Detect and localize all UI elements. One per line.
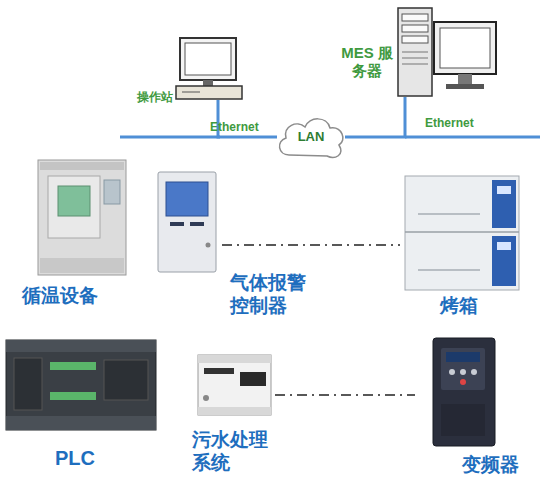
device-node: PLC bbox=[5, 338, 157, 430]
vfd-keypad bbox=[441, 348, 485, 390]
monitor-screen bbox=[440, 28, 490, 68]
server-tower bbox=[398, 8, 432, 96]
node-label: 循温设备 bbox=[22, 285, 98, 308]
plc-terminal-strip bbox=[6, 416, 156, 430]
vfd-key bbox=[460, 379, 466, 385]
ethernet-link bbox=[345, 97, 405, 137]
device-node: 变频器 bbox=[432, 337, 496, 447]
device-node: 循温设备 bbox=[35, 158, 127, 276]
node-label: 气体报警 控制器 bbox=[230, 272, 322, 318]
controller-label-strip bbox=[204, 368, 234, 374]
alarm-button bbox=[190, 222, 204, 226]
monitor-base bbox=[446, 84, 484, 89]
oven-handle bbox=[418, 269, 480, 271]
oven-handle bbox=[418, 213, 480, 215]
vfd-body bbox=[433, 338, 495, 446]
node-label: 烤箱 bbox=[440, 295, 478, 318]
chamber-cabinet bbox=[38, 160, 126, 275]
monitor-stand bbox=[203, 80, 213, 86]
drive-bay bbox=[402, 36, 428, 43]
monitor-frame bbox=[180, 38, 236, 80]
cloud-node: LAN bbox=[275, 113, 347, 161]
controller-terminal bbox=[198, 407, 271, 415]
device-node: 气体报警 控制器 bbox=[157, 172, 217, 274]
plc-led-row bbox=[50, 392, 96, 400]
plc-body bbox=[6, 340, 156, 430]
node-label: LAN bbox=[275, 113, 347, 161]
vent-line bbox=[402, 58, 428, 59]
device-node: 污水处理 系统 bbox=[197, 353, 272, 415]
edge-label: Ethernet bbox=[210, 120, 259, 134]
oven-divider bbox=[405, 231, 519, 233]
monitor-screen bbox=[185, 43, 231, 75]
vfd-key bbox=[471, 369, 477, 375]
ethernet-wire bbox=[120, 136, 220, 139]
server-node: MES 服务器 bbox=[398, 8, 498, 97]
desktop-case bbox=[176, 86, 242, 99]
plc-terminal-strip bbox=[6, 340, 156, 352]
plc-led-row bbox=[50, 362, 96, 370]
alarm-screen bbox=[166, 182, 208, 216]
device-node: 烤箱 bbox=[404, 175, 520, 290]
node-label: 污水处理 系统 bbox=[192, 429, 284, 475]
computer-node: 操作站 bbox=[170, 35, 245, 100]
alarm-button bbox=[170, 222, 184, 226]
alarm-cabinet bbox=[158, 172, 216, 272]
oven-display bbox=[497, 242, 511, 250]
vfd-display bbox=[446, 352, 480, 362]
control-panel bbox=[104, 180, 120, 204]
vent-line bbox=[402, 52, 428, 53]
plc-cover bbox=[14, 358, 42, 410]
door-lock bbox=[206, 243, 211, 248]
controller-port bbox=[240, 372, 266, 386]
chamber-top bbox=[40, 162, 124, 170]
monitor-frame bbox=[434, 22, 496, 74]
oven-display bbox=[497, 186, 511, 194]
vfd-vent bbox=[441, 404, 485, 436]
drive-bay bbox=[402, 25, 428, 32]
ethernet-wire bbox=[405, 136, 540, 139]
drive-slot bbox=[182, 92, 200, 93]
oven-panel bbox=[492, 236, 516, 286]
node-label: PLC bbox=[55, 446, 95, 470]
dash-dot-link bbox=[275, 394, 415, 396]
oven-cabinet bbox=[405, 176, 519, 290]
monitor-stand bbox=[458, 74, 472, 84]
edge-label: Ethernet bbox=[425, 116, 474, 130]
chamber-door bbox=[48, 176, 100, 238]
vfd-key bbox=[449, 369, 455, 375]
dash-dot-link bbox=[222, 244, 400, 246]
node-label: 变频器 bbox=[462, 454, 519, 477]
node-label: 操作站 bbox=[137, 90, 173, 104]
chamber-base bbox=[40, 258, 124, 273]
controller-body bbox=[198, 355, 271, 415]
plc-cover bbox=[104, 360, 148, 400]
vent-line bbox=[402, 64, 428, 65]
chamber-window bbox=[58, 186, 90, 216]
controller-led bbox=[203, 395, 209, 401]
vfd-key bbox=[460, 369, 466, 375]
controller-terminal bbox=[198, 355, 271, 363]
drive-bay bbox=[402, 14, 428, 21]
node-label: MES 服务器 bbox=[338, 44, 396, 80]
oven-panel bbox=[492, 180, 516, 228]
